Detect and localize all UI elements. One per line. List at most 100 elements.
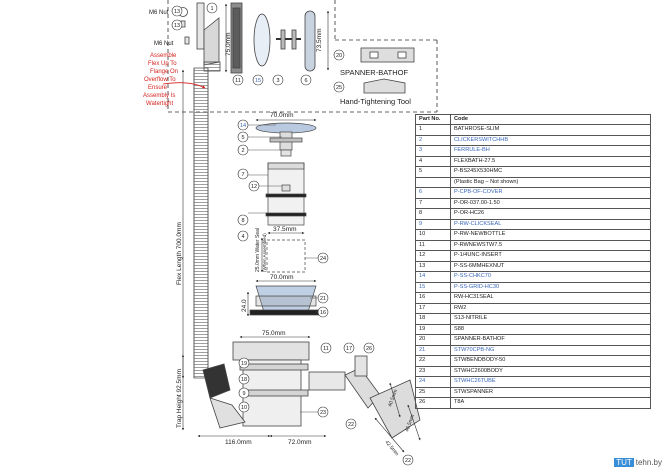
text-labels: M6 Nut M6 Nut 75.0mm 73.5mm Assemble Fle… — [143, 6, 416, 464]
assemble-note-6: Assembly Is — [143, 93, 175, 99]
callout-18: 18 — [241, 377, 247, 383]
part-code-cell: P-RW-CLICKSEAL — [450, 218, 651, 231]
spanner-label: SPANNER-BATHOF — [340, 68, 408, 77]
m6-nut-label: M6 Nut — [149, 10, 169, 16]
part-number-cell: 3 — [415, 145, 451, 157]
overflow-inset-frame — [167, 0, 438, 113]
assembly-arrow — [162, 82, 206, 89]
parts-table-row: (Plastic Bag – Not shown) — [415, 176, 651, 189]
part-code-cell: P-CPB-OF-COVER — [450, 187, 651, 199]
part-code-cell: P-SS-CHKC70 — [450, 271, 651, 283]
m6-nut-label-2: M6 Nut — [154, 41, 174, 47]
part-number-cell: 9 — [415, 218, 451, 231]
callout-11b: 11 — [323, 346, 329, 352]
trap-width-label: 75.0mm — [262, 330, 285, 337]
callout-19: 19 — [241, 361, 247, 367]
part-code-cell: P-1/4UNC-INSERT — [450, 250, 651, 262]
part-code-cell: S13-NITRILE — [450, 313, 651, 325]
callout-3: 3 — [276, 78, 279, 84]
callout-5: 5 — [241, 135, 244, 141]
part-number-cell: 12 — [415, 250, 451, 262]
part-number-cell: 1 — [415, 124, 451, 136]
part-no-header: Part No. — [415, 113, 451, 126]
part-number-cell: 18 — [415, 313, 451, 325]
part-number-cell: 4 — [415, 155, 451, 168]
callout-21: 21 — [320, 296, 326, 302]
assemble-note-1: Assemble — [150, 53, 177, 59]
callout-15: 15 — [255, 78, 261, 84]
code-header: Code — [450, 113, 651, 126]
callout-11: 11 — [235, 78, 241, 84]
spanner-drawing — [360, 47, 415, 94]
part-number-cell: 26 — [415, 397, 451, 409]
part-number-cell: 17 — [415, 302, 451, 315]
bath-plug — [249, 122, 323, 316]
part-number-cell: 8 — [415, 208, 451, 220]
top-callouts — [171, 2, 345, 93]
assemble-note-3: Flange On — [150, 69, 178, 75]
part-code-cell: STW70CPB-NG — [450, 344, 651, 357]
part-code-cell: (Plastic Bag – Not shown) — [450, 176, 651, 189]
callout-24: 24 — [320, 256, 326, 262]
part-number-cell: 15 — [415, 281, 451, 294]
part-code-cell: STWHC26TUBE — [450, 376, 651, 388]
assemble-note-2: Flex Up To — [148, 61, 177, 67]
callout-14: 14 — [240, 123, 246, 129]
main-callouts — [237, 119, 414, 466]
part-code-cell: BATHROSE-SLIM — [450, 124, 651, 136]
watermark-brand: TUT — [614, 458, 634, 467]
cover-height-label: 73.5mm — [316, 29, 323, 52]
part-code-cell: STWBENDBODY-50 — [450, 355, 651, 367]
callout-8: 8 — [241, 218, 244, 224]
part-number-cell: 25 — [415, 386, 451, 399]
part-code-cell: STWHC2600BODY — [450, 365, 651, 378]
hand-tool-label: Hand-Tightening Tool — [340, 97, 411, 106]
part-number-cell: 13 — [415, 260, 451, 273]
callout-6: 6 — [304, 78, 307, 84]
part-code-cell: P-OR-037.00-1.50 — [450, 197, 651, 210]
flex-length-label: Flex Length 700.0mm — [176, 222, 183, 285]
callout-1: 1 — [210, 6, 213, 12]
part-code-cell: P-RW-NEWBOTTLE — [450, 229, 651, 241]
callout-17: 17 — [346, 346, 352, 352]
callout-13: 13 — [174, 9, 180, 15]
callout-22b: 22 — [405, 458, 411, 464]
callout-22: 22 — [348, 422, 354, 428]
outlet-dim-1: 40.5mm — [387, 389, 399, 408]
part-code-cell: S88 — [450, 323, 651, 336]
main-dimensions — [181, 69, 421, 453]
part-number-cell: 21 — [415, 344, 451, 357]
callout-23: 23 — [320, 410, 326, 416]
part-number-cell: 14 — [415, 271, 451, 283]
part-code-cell: P-RWNEWSTW7.5 — [450, 239, 651, 252]
part-number-cell — [415, 176, 451, 189]
callout-25: 25 — [336, 85, 342, 91]
callout-20: 20 — [336, 53, 342, 59]
part-code-cell: CLICKERSWITCHHB — [450, 134, 651, 147]
part-number-cell: 2 — [415, 134, 451, 147]
part-number-cell: 11 — [415, 239, 451, 252]
part-code-cell: P-SS-6MMHEXNUT — [450, 260, 651, 273]
part-number-cell: 24 — [415, 376, 451, 388]
part-code-cell: FERRULE-BH — [450, 145, 651, 157]
outlet-width-label: 72.0mm — [288, 439, 311, 446]
